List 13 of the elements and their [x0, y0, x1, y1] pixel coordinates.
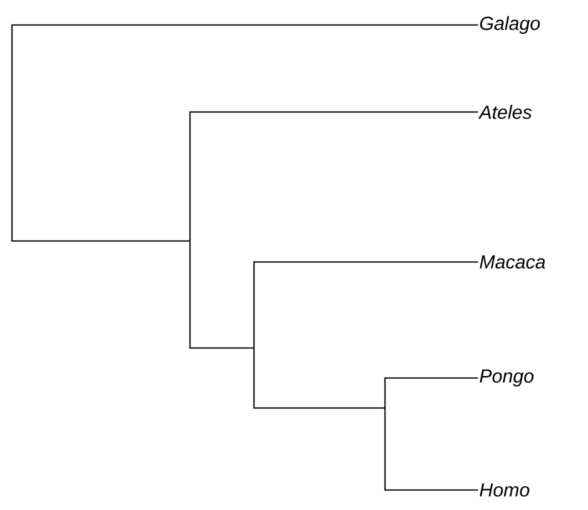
branch-line [385, 377, 478, 379]
branch-line [12, 240, 190, 242]
branch-line [190, 347, 254, 349]
taxon-label: Pongo [480, 369, 534, 386]
taxon-label: Galago [480, 16, 540, 34]
branch-line [385, 489, 478, 491]
branch-line [254, 407, 385, 409]
branch-line [254, 261, 478, 263]
branch-line [190, 111, 478, 113]
taxon-label: Homo [480, 483, 530, 497]
branch-line [12, 24, 478, 26]
taxon-label: Macaca [480, 255, 546, 269]
taxon-label: Ateles [478, 105, 532, 119]
